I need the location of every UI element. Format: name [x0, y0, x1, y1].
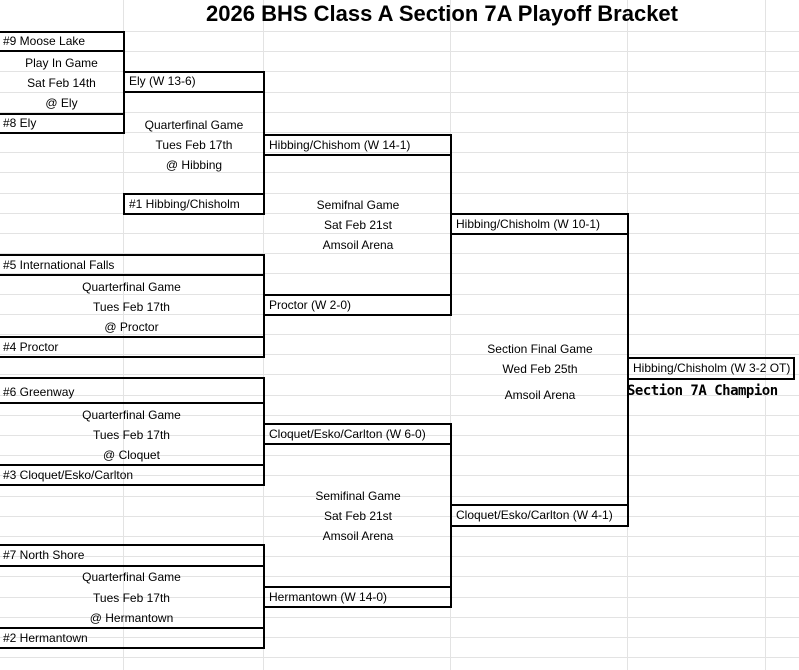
qf4-label: Quarterfinal Game — [82, 570, 181, 584]
team-north-shore: #7 North Shore — [3, 548, 85, 562]
winner-qf1: Hibbing/Chishom (W 14-1) — [269, 138, 411, 152]
sf2-label: Semifinal Game — [315, 489, 401, 503]
play-in-label: Play In Game — [25, 56, 98, 70]
sf1-label: Semifnal Game — [316, 198, 400, 212]
winner-box-qf2 — [263, 294, 452, 316]
qf3-date: Tues Feb 17th — [93, 428, 170, 442]
final-date: Wed Feb 25th — [502, 362, 578, 376]
winner-qf3: Cloquet/Esko/Carlton (W 6-0) — [269, 427, 426, 441]
winner-sf1: Hibbing/Chisholm (W 10-1) — [456, 217, 601, 231]
final-label: Section Final Game — [487, 342, 593, 356]
final-winner: Hibbing/Chisholm (W 3-2 OT) — [633, 361, 791, 375]
qf1-date: Tues Feb 17th — [155, 138, 233, 152]
team-moose-lake: #9 Moose Lake — [3, 34, 86, 48]
page-title: 2026 BHS Class A Section 7A Playoff Brac… — [206, 1, 678, 26]
winner-play-in: Ely (W 13-6) — [129, 74, 196, 88]
qf2-label: Quarterfinal Game — [82, 280, 181, 294]
final-site: Amsoil Arena — [504, 388, 576, 402]
team-hermantown: #2 Hermantown — [3, 631, 88, 645]
qf2-date: Tues Feb 17th — [93, 300, 170, 314]
sf1-date: Sat Feb 21st — [323, 218, 393, 232]
sf2-site: Amsoil Arena — [322, 529, 394, 543]
qf3-label: Quarterfinal Game — [82, 408, 181, 422]
team-international-falls: #5 International Falls — [3, 258, 115, 272]
qf3-site: @ Cloquet — [103, 448, 160, 462]
play-in-site: @ Ely — [45, 96, 78, 110]
winner-box-sf2 — [450, 504, 629, 527]
winner-qf4: Hermantown (W 14-0) — [269, 590, 388, 604]
champion-label: Section 7A Champion — [627, 383, 778, 399]
winner-box-qf4 — [263, 586, 452, 608]
qf1-site: @ Hibbing — [165, 158, 223, 172]
team-greenway: #6 Greenway — [3, 385, 75, 399]
sf2-date: Sat Feb 21st — [323, 509, 393, 523]
qf4-site: @ Hermantown — [89, 611, 174, 625]
qf4-date: Tues Feb 17th — [93, 591, 170, 605]
champion-box — [627, 357, 795, 380]
qf2-site: @ Proctor — [104, 320, 159, 334]
team-ely: #8 Ely — [3, 116, 37, 130]
qf1-label: Quarterfinal Game — [144, 118, 244, 132]
winner-sf2: Cloquet/Esko/Carlton (W 4-1) — [456, 508, 613, 522]
sf1-site: Amsoil Arena — [322, 238, 394, 252]
team-cloquet-esko-carlton: #3 Cloquet/Esko/Carlton — [3, 468, 134, 482]
winner-qf2: Proctor (W 2-0) — [269, 298, 352, 312]
team-proctor: #4 Proctor — [3, 340, 59, 354]
play-in-date: Sat Feb 14th — [27, 76, 96, 90]
team-hibbing-chisholm: #1 Hibbing/Chisholm — [129, 197, 240, 211]
bracket-line — [123, 31, 125, 134]
